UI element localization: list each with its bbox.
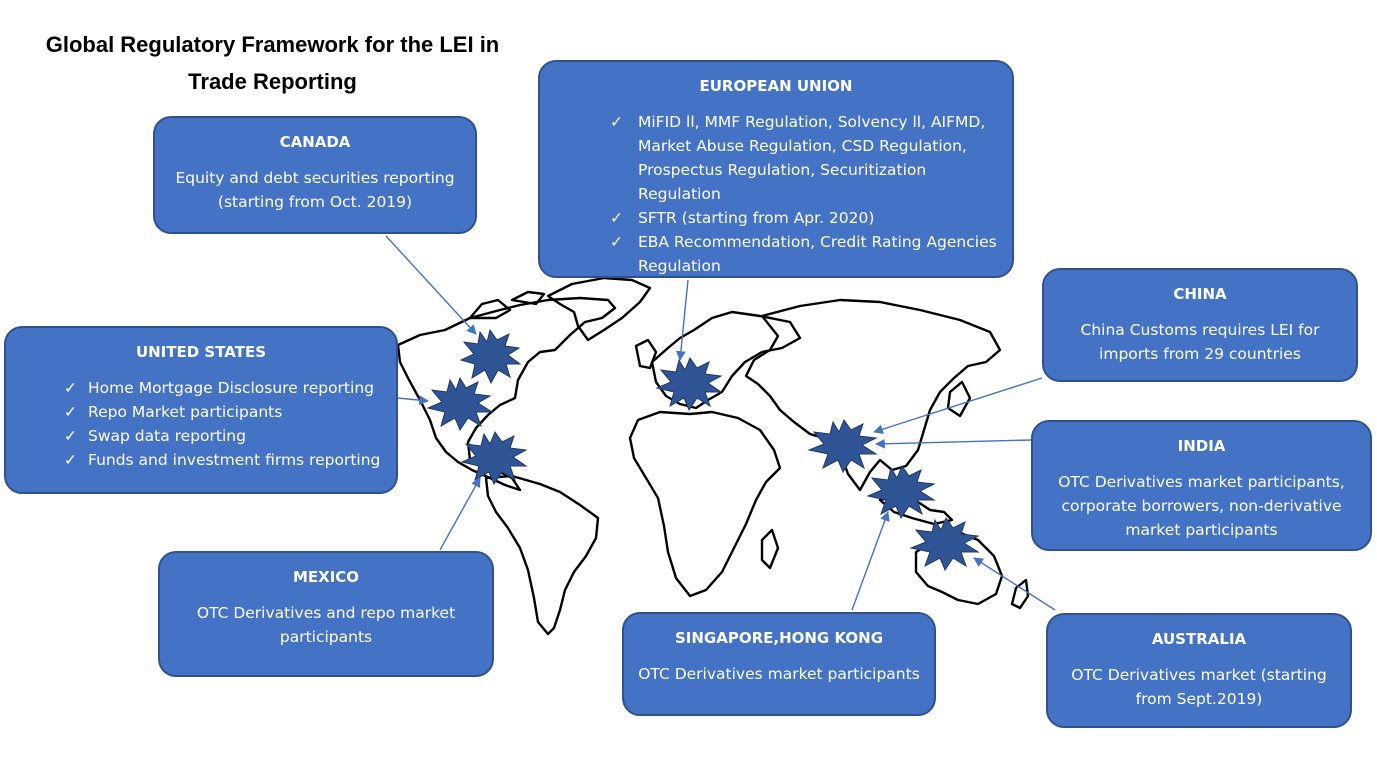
australia-desc-line: OTC Derivatives market (starting (1071, 666, 1327, 684)
mexico-heading: MEXICO (292, 568, 360, 586)
us-list: Home Mortgage Disclosure reporting Repo … (20, 376, 382, 472)
arrow-australia (973, 557, 1056, 611)
page-title: Global Regulatory Framework for the LEI … (20, 26, 525, 100)
us-list-item: Repo Market participants (58, 400, 382, 424)
us-list-item: Swap data reporting (58, 424, 382, 448)
us-list-item: Funds and investment firms reporting (58, 448, 382, 472)
burst-canada (459, 328, 522, 385)
china-desc-line: imports from 29 countries (1099, 345, 1301, 363)
title-line-2: Trade Reporting (188, 69, 357, 94)
africa-outline (628, 410, 782, 598)
australia-heading: AUSTRALIA (1151, 630, 1247, 648)
eu-list: MiFID ll, MMF Regulation, Solvency ll, A… (554, 110, 998, 278)
australia-desc-line: from Sept.2019) (1135, 690, 1263, 708)
india-heading: INDIA (1177, 437, 1226, 455)
arctic-islands-outline (468, 290, 546, 320)
burst-singapore (866, 464, 936, 520)
burst-australia (909, 516, 980, 572)
australia-box: AUSTRALIA OTC Derivatives market (starti… (1046, 613, 1352, 728)
canada-box: CANADA Equity and debt securities report… (153, 116, 477, 234)
eu-heading: EUROPEAN UNION (699, 77, 853, 95)
arrow-china (873, 377, 1043, 434)
us-box: UNITED STATES Home Mortgage Disclosure r… (4, 326, 398, 494)
singapore-hk-box: SINGAPORE,HONG KONG OTC Derivatives mark… (622, 612, 936, 716)
europe-outline (650, 310, 802, 410)
arrow-mexico (439, 477, 481, 551)
arrow-eu (676, 279, 689, 361)
uk-outline (634, 338, 658, 370)
eu-list-item: SFTR (starting from Apr. 2020) (596, 206, 998, 230)
mexico-box: MEXICO OTC Derivatives and repo market p… (158, 551, 494, 677)
singapore-hk-heading: SINGAPORE,HONG KONG (674, 629, 884, 647)
china-desc-line: China Customs requires LEI for (1080, 321, 1320, 339)
china-box: CHINA China Customs requires LEI for imp… (1042, 268, 1358, 382)
burst-us (426, 376, 494, 432)
mexico-desc-line: participants (279, 628, 373, 646)
arrow-india (875, 438, 1032, 449)
mexico-desc-line: OTC Derivatives and repo market (196, 604, 456, 622)
india-box: INDIA OTC Derivatives market participant… (1031, 420, 1372, 551)
eu-list-item: MiFID ll, MMF Regulation, Solvency ll, A… (596, 110, 998, 206)
eu-box: EUROPEAN UNION MiFID ll, MMF Regulation,… (538, 60, 1014, 278)
singapore-hk-desc-line: OTC Derivatives market participants (638, 665, 920, 683)
greenland-outline (546, 276, 652, 342)
title-line-1: Global Regulatory Framework for the LEI … (45, 32, 500, 57)
us-list-item: Home Mortgage Disclosure reporting (58, 376, 382, 400)
china-heading: CHINA (1173, 285, 1227, 303)
us-heading: UNITED STATES (135, 343, 267, 361)
burst-china-india (807, 418, 878, 474)
canada-desc-line: (starting from Oct. 2019) (217, 193, 413, 211)
india-desc-line: OTC Derivatives market participants, (1058, 473, 1345, 491)
arrow-us (397, 395, 429, 405)
south-america-outline (484, 474, 600, 636)
canada-heading: CANADA (279, 133, 351, 151)
new-zealand-outline (1010, 578, 1030, 610)
arrow-canada (385, 235, 477, 335)
canada-desc-line: Equity and debt securities reporting (175, 169, 455, 187)
madagascar-outline (760, 528, 780, 570)
asia-outline (744, 298, 1002, 492)
arrow-singapore (851, 511, 890, 611)
burst-eu (655, 356, 723, 412)
india-desc-line: corporate borrowers, non-derivative (1061, 497, 1342, 515)
india-desc-line: market participants (1125, 521, 1278, 539)
japan-outline (946, 380, 972, 418)
burst-mexico (460, 430, 528, 486)
eu-list-item: EBA Recommendation, Credit Rating Agenci… (596, 230, 998, 278)
